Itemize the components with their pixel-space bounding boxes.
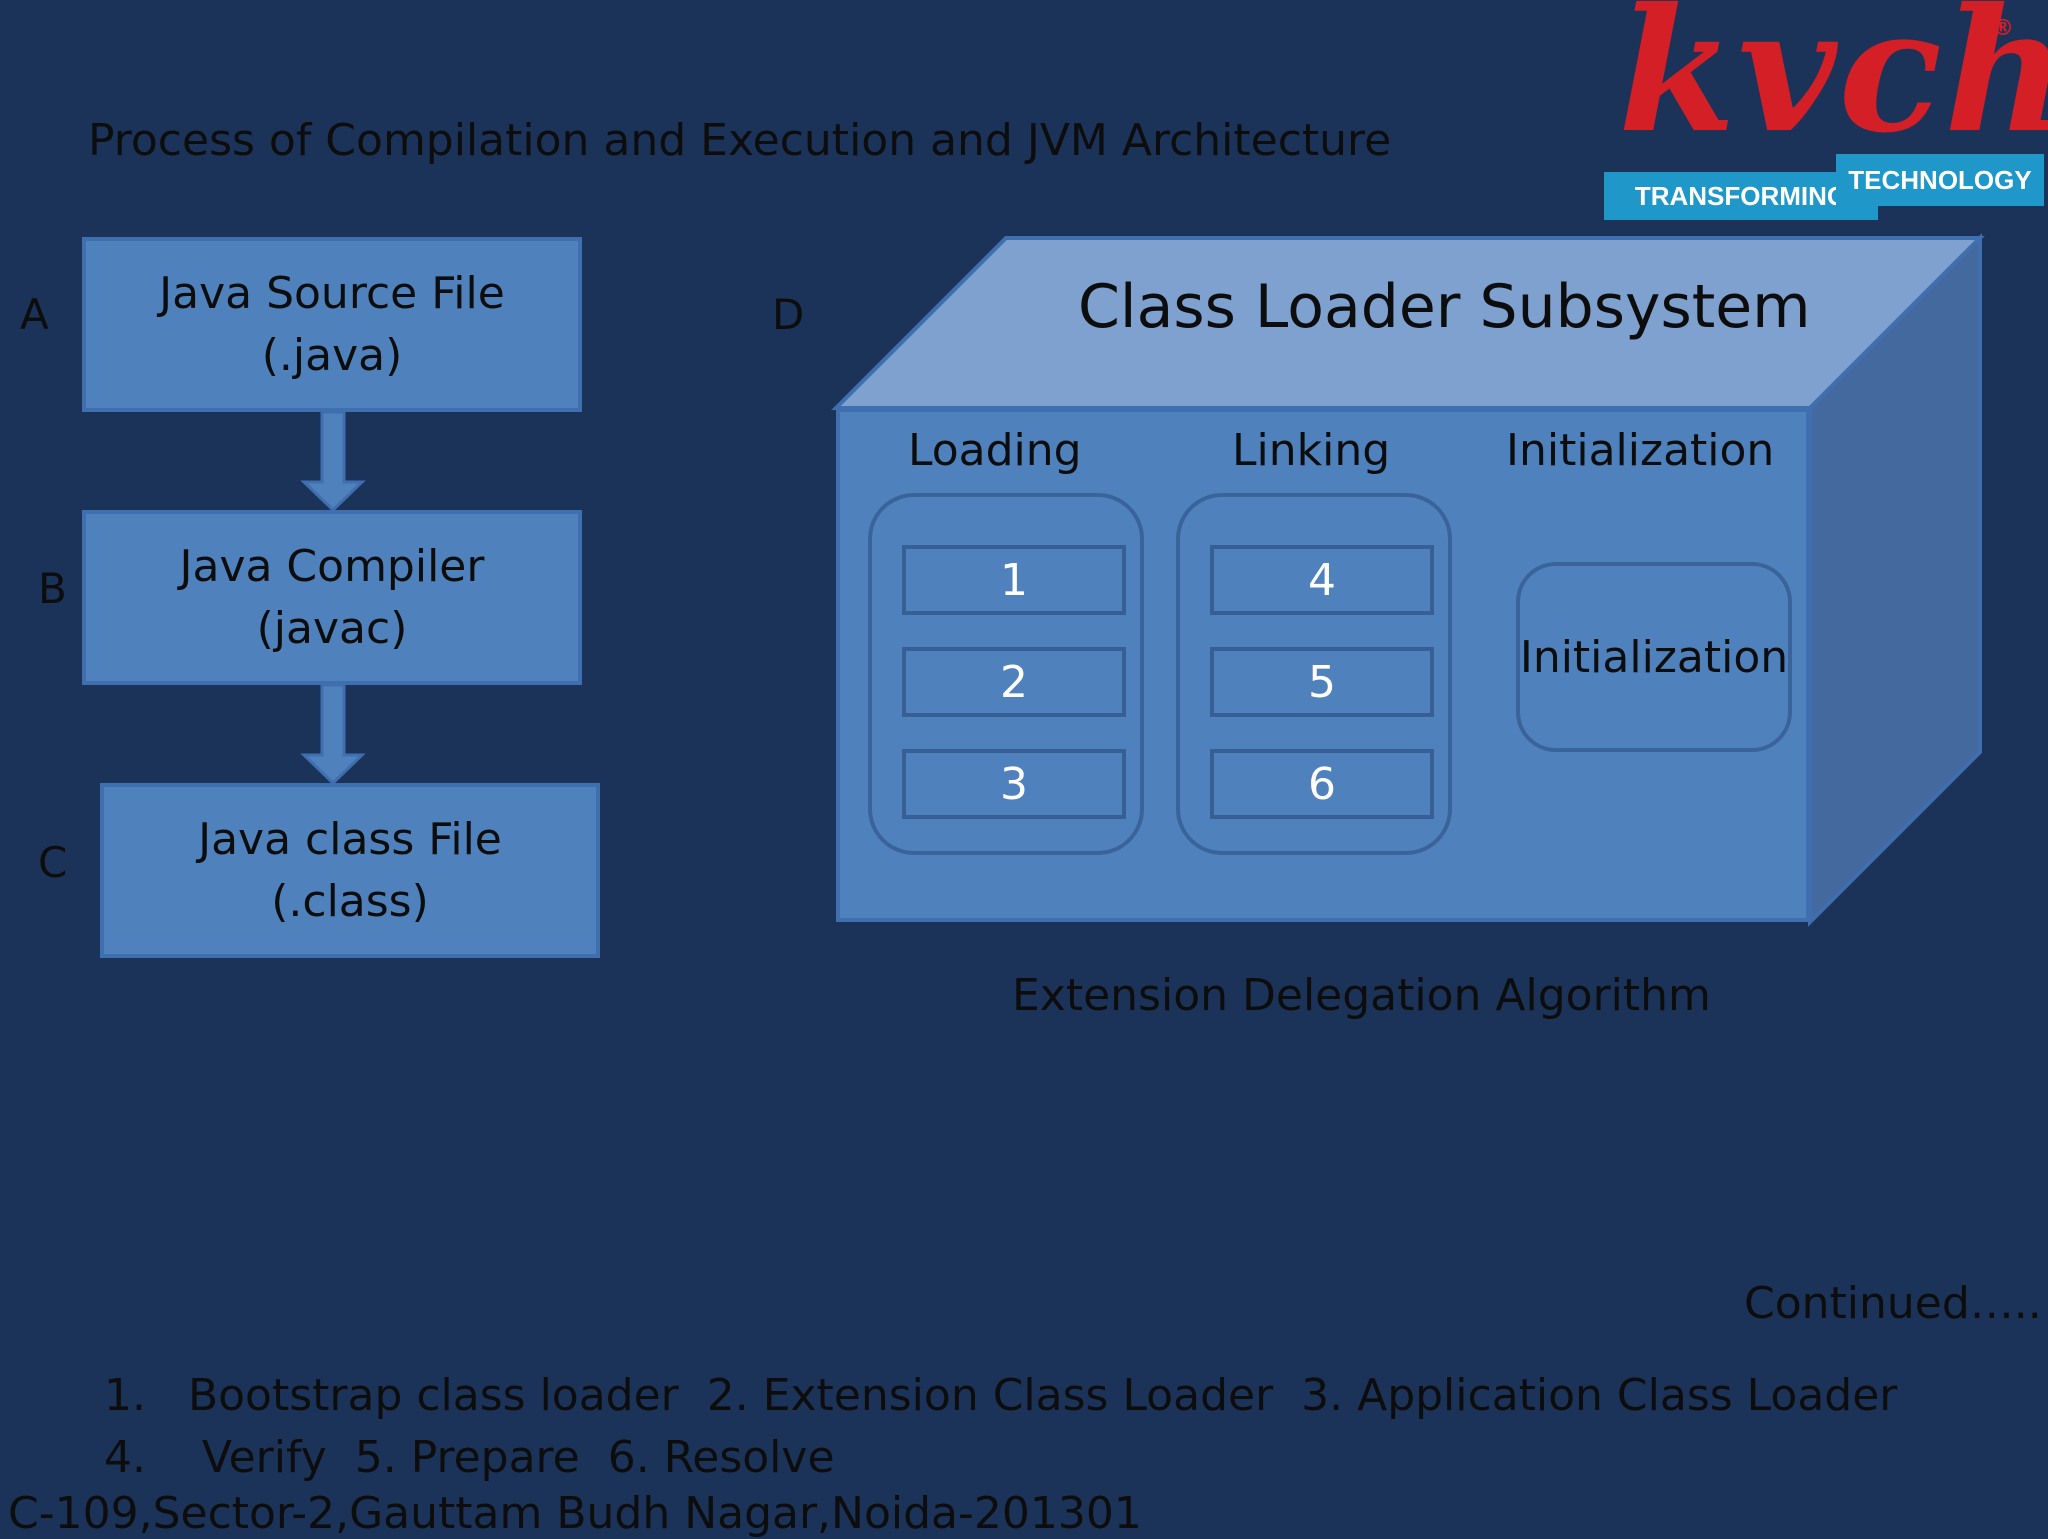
kvch-logo: kvch ® TRANSFORMING TECHNOLOGY [1600,0,2048,225]
legend-line-1: 1. Bootstrap class loader 2. Extension C… [104,1370,1898,1421]
flow-letter-c: C [38,838,68,887]
java-source-file-ext: (.java) [261,329,403,381]
continued-text: Continued….. [1744,1278,2042,1329]
java-class-file-box: Java class File (.class) [100,783,600,958]
java-compiler-label: Java Compiler [179,540,485,592]
logo-tag-transforming: TRANSFORMING [1604,172,1878,220]
logo-wordmark: kvch [1618,0,2048,171]
cube-side-face [1808,233,1982,927]
loading-step-3: 3 [902,749,1126,819]
linking-group [1176,493,1452,855]
cube-3d-faces [831,233,1985,927]
linking-step-5: 5 [1210,647,1434,717]
java-class-file-ext: (.class) [271,875,429,927]
linking-step-6: 6 [1210,749,1434,819]
subsystem-letter-d: D [772,290,805,339]
arrow-b-to-c [300,683,366,786]
linking-label: Linking [1232,425,1391,476]
initialization-box: Initialization [1516,562,1792,752]
flow-arrows [300,410,366,786]
linking-step-4: 4 [1210,545,1434,615]
flow-letter-b: B [38,564,67,613]
delegation-caption: Extension Delegation Algorithm [1012,970,1711,1021]
address-footer: C-109,Sector-2,Gauttam Budh Nagar,Noida-… [8,1488,1142,1539]
flow-letter-a: A [20,290,49,339]
java-class-file-label: Java class File [198,813,502,865]
legend-line-2: 4. Verify 5. Prepare 6. Resolve [104,1432,835,1483]
loading-step-1: 1 [902,545,1126,615]
loading-label: Loading [908,425,1082,476]
registered-mark: ® [1992,16,2014,41]
loading-group [868,493,1144,855]
logo-tag-technology: TECHNOLOGY [1836,154,2044,206]
java-source-file-label: Java Source File [159,267,505,319]
initialization-label: Initialization [1506,425,1775,476]
arrow-a-to-b [300,410,366,513]
java-compiler-cmd: (javac) [256,602,408,654]
java-compiler-box: Java Compiler (javac) [82,510,582,685]
slide-title: Process of Compilation and Execution and… [88,115,1392,166]
subsystem-title: Class Loader Subsystem [1078,272,1811,342]
loading-step-2: 2 [902,647,1126,717]
java-source-file-box: Java Source File (.java) [82,237,582,412]
